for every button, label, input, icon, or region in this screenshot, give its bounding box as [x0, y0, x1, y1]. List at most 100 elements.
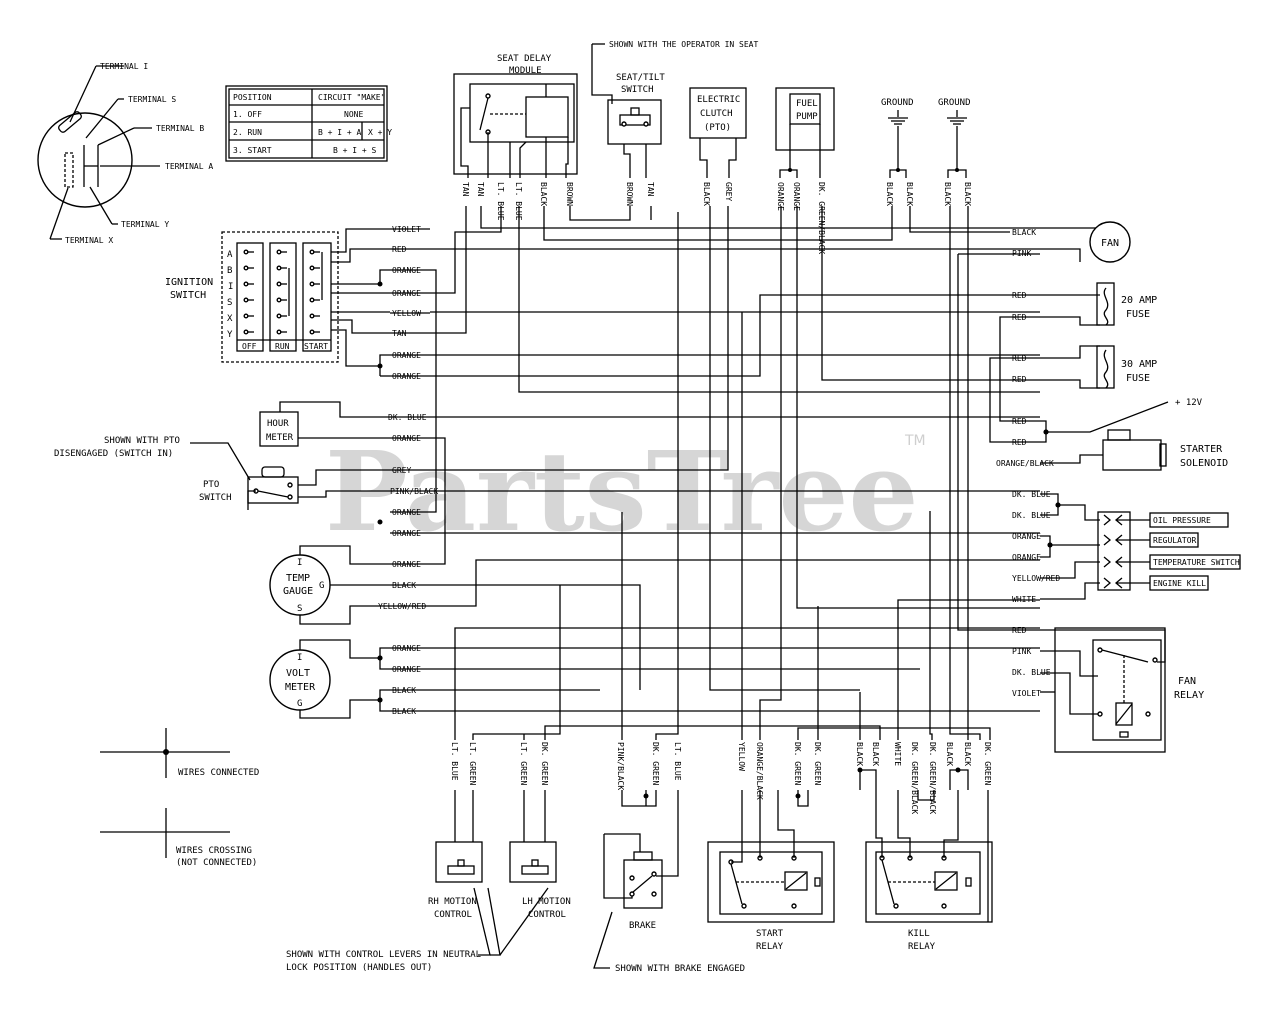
seat-delay-label: SEAT DELAY [497, 54, 552, 64]
connector-label: ORANGE [792, 182, 801, 211]
terminal-x-label: TERMINAL X [65, 236, 113, 245]
table-header-position: POSITION [233, 93, 272, 102]
start-relay-label: START [756, 929, 784, 939]
connector-label: WHITE [893, 742, 902, 766]
legend-connected: WIRES CONNECTED [178, 768, 259, 778]
left-wire-labels: VIOLETREDORANGEORANGEYELLOWTANORANGEORAN… [378, 225, 438, 716]
seat-tilt-label: SWITCH [621, 85, 654, 95]
wire-label: YELLOW/RED [1012, 574, 1060, 583]
connector-label: DK. GREEN/BLACK [910, 742, 919, 814]
ignition-switch-label: IGNITION [165, 277, 213, 288]
wire-label: RED [1012, 375, 1027, 384]
connector-label: BLACK [702, 182, 711, 206]
sensor-label: REGULATOR [1153, 536, 1197, 545]
table-cell: B + I + S [333, 146, 377, 155]
connector-label: BLACK [885, 182, 894, 206]
connector-label: BLACK [905, 182, 914, 206]
sensor-label: OIL PRESSURE [1153, 516, 1211, 525]
connector-label: BLACK [871, 742, 880, 766]
volt-meter: VOLT METER I G [269, 639, 390, 719]
volt-meter-label: VOLT [286, 668, 310, 679]
connector-label: TAN [461, 182, 470, 197]
sensor-label: TEMPERATURE SWITCH [1153, 558, 1240, 567]
terminal-s-label: TERMINAL S [128, 95, 176, 104]
connector-label: BLACK [963, 742, 972, 766]
pto-note: SHOWN WITH PTO [104, 436, 180, 446]
pin-label: S [297, 604, 302, 614]
connector-label: BROWN [565, 182, 574, 206]
brake-note: SHOWN WITH BRAKE ENGAGED [615, 964, 745, 974]
rh-motion-control: RH MOTION CONTROL [428, 790, 483, 920]
hour-meter: HOUR METER [259, 401, 390, 447]
pos-run: RUN [275, 342, 290, 351]
wire-label: ORANGE [1012, 532, 1041, 541]
connector-label: ORANGE/BLACK [755, 742, 764, 800]
table-cell: 1. OFF [233, 110, 262, 119]
ignition-switch-label: SWITCH [170, 290, 206, 301]
connector-label: DK. GREEN [651, 742, 660, 786]
fuse-20amp: 20 AMP FUSE [1040, 282, 1157, 326]
pin-label: G [297, 699, 302, 709]
switch-letter: X [227, 314, 233, 324]
pin-label: G [319, 581, 324, 591]
table-cell: NONE [344, 110, 363, 119]
seat-tilt-label: SEAT/TILT [616, 73, 665, 83]
terminal-y-label: TERMINAL Y [121, 220, 169, 229]
wire-label: DK. BLUE [1012, 668, 1051, 677]
wire-label: DK. BLUE [1012, 511, 1051, 520]
fuel-pump-label: PUMP [796, 112, 818, 122]
connector-label: YELLOW [737, 742, 746, 771]
connector-label: LT. BLUE [496, 182, 505, 221]
clutch-label: ELECTRIC [697, 95, 740, 105]
pto-switch-label: PTO [203, 480, 219, 490]
kill-relay: KILL RELAY [857, 767, 993, 952]
terminal-a-label: TERMINAL A [165, 162, 213, 171]
switch-letter: Y [227, 330, 233, 340]
rh-motion-label: CONTROL [434, 910, 472, 920]
ignition-switch: OFF RUN START A B I S X Y IGNITION SWITC… [165, 228, 390, 377]
switch-letter: S [227, 298, 232, 308]
connector-label: LT. BLUE [450, 742, 459, 781]
lh-motion-label: CONTROL [528, 910, 566, 920]
start-relay-label: RELAY [756, 942, 784, 952]
electric-clutch: ELECTRIC CLUTCH (PTO) [689, 87, 747, 178]
clutch-label: (PTO) [704, 123, 731, 133]
terminal-i-label: TERMINAL I [100, 62, 148, 71]
fan-relay-label: FAN [1178, 676, 1196, 687]
table-cell: 2. RUN [233, 128, 262, 137]
fan-label: FAN [1101, 238, 1119, 249]
connector-label: BLACK [945, 742, 954, 766]
pto-note: DISENGAGED (SWITCH IN) [54, 449, 173, 459]
clutch-label: CLUTCH [700, 109, 733, 119]
connector-label: LT. BLUE [514, 182, 523, 221]
legend: WIRES CONNECTED WIRES CROSSING (NOT CONN… [100, 728, 259, 868]
pto-switch: PTO SWITCH SHOWN WITH PTO DISENGAGED (SW… [54, 436, 390, 510]
connector-label: BROWN [625, 182, 634, 206]
fan: FAN [1089, 221, 1131, 263]
ignition-terminal-view: TERMINAL I TERMINAL S TERMINAL B TERMINA… [37, 62, 213, 245]
connector-label: DK. GREEN [793, 742, 802, 786]
switch-letter: A [227, 250, 233, 260]
start-relay: START RELAY [707, 790, 835, 952]
pin-label: I [297, 653, 302, 663]
wire-label: DK. BLUE [1012, 490, 1051, 499]
table-cell: B + I + A [318, 128, 362, 137]
hour-meter-label: METER [266, 433, 294, 443]
connector-label: LT. BLUE [673, 742, 682, 781]
starter-solenoid: STARTER SOLENOID + 12V [989, 316, 1228, 471]
temp-gauge-label: GAUGE [283, 586, 313, 597]
table-header-circuit: CIRCUIT "MAKE" [318, 93, 385, 102]
fuel-pump: FUEL PUMP [775, 87, 835, 178]
volt-meter-label: METER [285, 682, 316, 693]
fuel-pump-label: FUEL [796, 99, 818, 109]
ground-label: GROUND [881, 98, 914, 108]
bottom-wire-runs [454, 212, 1040, 740]
switch-letter: B [227, 266, 232, 276]
wire-label: ORANGE [1012, 553, 1041, 562]
kill-relay-label: RELAY [908, 942, 936, 952]
levers-note: SHOWN WITH CONTROL LEVERS IN NEUTRAL LOC… [286, 887, 549, 973]
connector-label: LT. GREEN [519, 742, 528, 786]
fan-relay-label: RELAY [1174, 690, 1204, 701]
connector-label: PINK/BLACK [616, 742, 625, 790]
